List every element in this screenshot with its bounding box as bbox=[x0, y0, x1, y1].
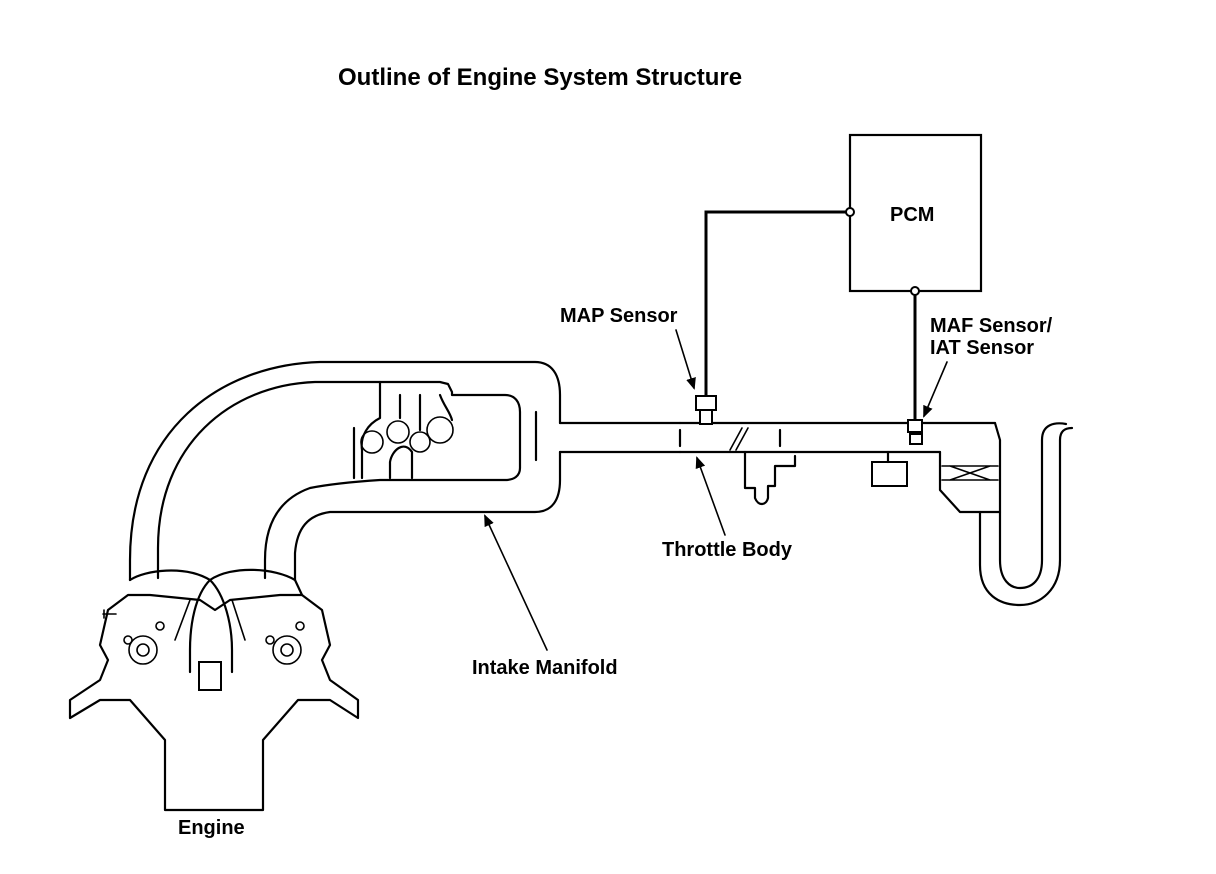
iac-valve bbox=[871, 461, 908, 487]
air-cleaner bbox=[938, 421, 1074, 607]
maf-sensor bbox=[907, 419, 923, 445]
throttle-plate bbox=[729, 427, 743, 451]
callout-arrows bbox=[484, 329, 948, 651]
pcm-connector-map bbox=[845, 207, 855, 217]
maf-sensor-label-line1: MAF Sensor/ bbox=[930, 315, 1053, 337]
pcm-label: PCM bbox=[890, 204, 934, 226]
intake-tube bbox=[558, 421, 997, 454]
map-sensor-label: MAP Sensor bbox=[560, 305, 678, 327]
map-sensor-wire bbox=[704, 210, 846, 396]
sensor-wiring bbox=[704, 210, 917, 420]
engine-block bbox=[68, 568, 360, 812]
maf-sensor-label-line2: IAT Sensor bbox=[930, 337, 1034, 359]
map-sensor bbox=[695, 395, 717, 425]
maf-sensor-pointer bbox=[923, 361, 948, 418]
throttle-body-pointer bbox=[695, 456, 726, 536]
intake-manifold bbox=[128, 360, 562, 582]
pcm-unit: PCM bbox=[845, 133, 983, 296]
engine-label: Engine bbox=[178, 817, 245, 839]
intake-manifold-pointer bbox=[484, 514, 548, 651]
pcm-connector-maf bbox=[910, 286, 920, 296]
intake-manifold-label: Intake Manifold bbox=[472, 657, 618, 679]
diagram-title: Outline of Engine System Structure bbox=[338, 64, 742, 91]
throttle-body bbox=[743, 450, 908, 506]
map-sensor-pointer bbox=[675, 329, 696, 390]
throttle-body-label: Throttle Body bbox=[662, 539, 793, 561]
